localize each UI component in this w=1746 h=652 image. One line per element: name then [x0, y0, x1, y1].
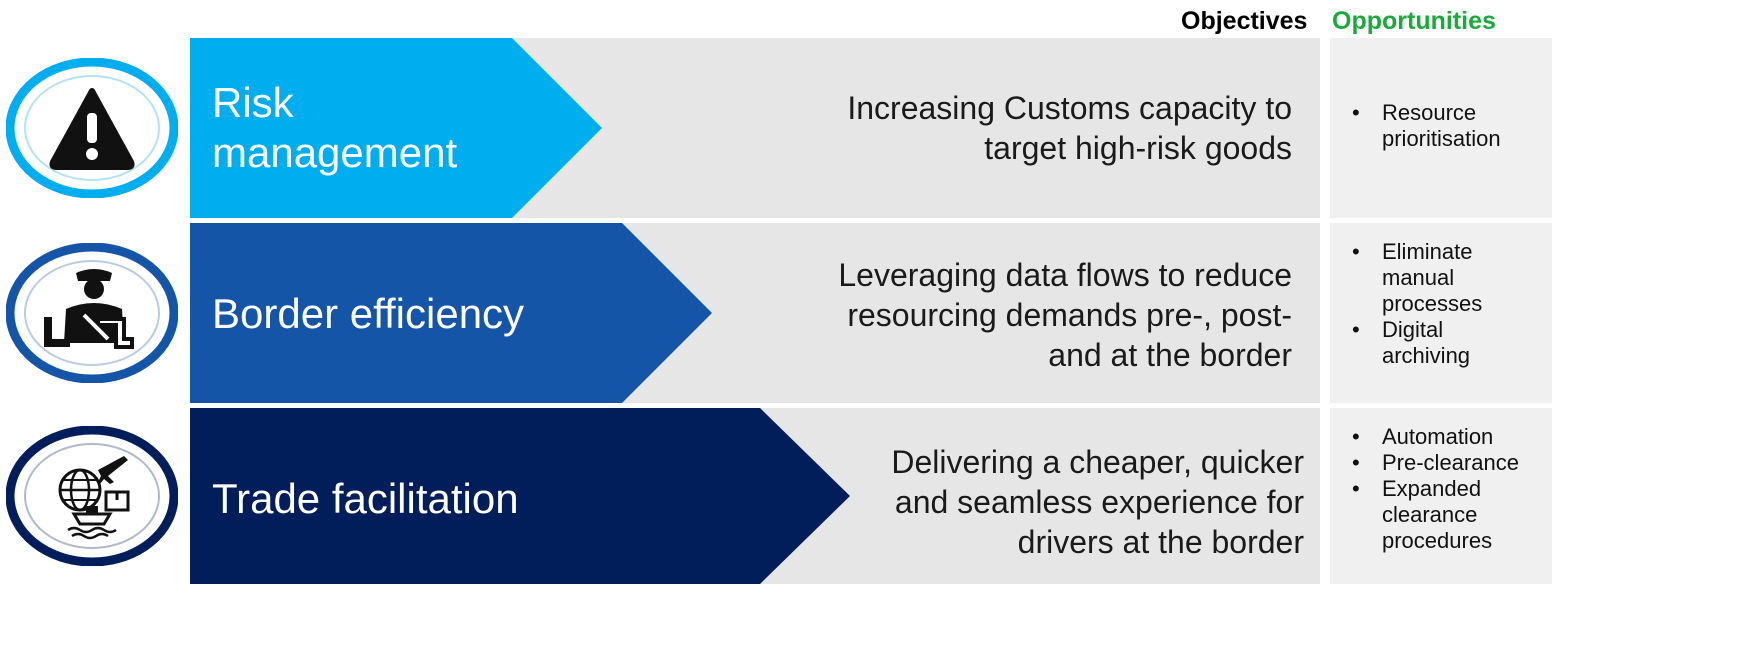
border-title-line: Border efficiency [212, 290, 525, 337]
risk-panel: Risk management Increasing Customs capac… [190, 38, 1320, 218]
risk-objective-line: target high-risk goods [984, 130, 1292, 166]
border-title: Border efficiency [212, 289, 524, 339]
trade-objective-line: Delivering a cheaper, quicker [891, 444, 1304, 480]
risk-objective-line: Increasing Customs capacity to [847, 90, 1292, 126]
border-opportunities: • Eliminate manual processes • Digital a… [1330, 223, 1552, 403]
trade-objective-line: and seamless experience for [894, 484, 1304, 520]
trade-objective: Delivering a cheaper, quicker and seamle… [891, 442, 1304, 562]
opportunity-item: • Eliminate manual processes [1330, 239, 1552, 317]
opportunity-item: • Resource prioritisation [1330, 100, 1552, 152]
border-objective-line: resourcing demands pre-, post- [847, 297, 1292, 333]
trade-arrow-shape [190, 408, 850, 584]
opportunities-header: Opportunities [1332, 7, 1496, 35]
row-trade-facilitation: Trade facilitation Delivering a cheaper,… [0, 408, 1746, 584]
opportunity-line: clearance [1382, 502, 1478, 527]
trade-title-line: Trade facilitation [212, 475, 519, 522]
opportunity-item: • Automation [1330, 424, 1552, 450]
opportunity-line: Automation [1382, 424, 1494, 449]
opportunity-line: processes [1382, 291, 1483, 316]
trade-panel: Trade facilitation Delivering a cheaper,… [190, 408, 1320, 584]
opportunity-item: • Pre-clearance [1330, 450, 1552, 476]
trade-title: Trade facilitation [212, 474, 519, 524]
opportunity-item: • Expanded clearance procedures [1330, 476, 1552, 554]
border-arrow-shape [190, 223, 712, 403]
risk-objective: Increasing Customs capacity to target hi… [847, 88, 1292, 168]
risk-arrow-shape [190, 38, 602, 218]
risk-opportunities: • Resource prioritisation [1330, 38, 1552, 218]
trade-badge [5, 425, 179, 571]
opportunity-line: procedures [1382, 528, 1493, 553]
opportunity-item: • Digital archiving [1330, 317, 1552, 369]
border-panel: Border efficiency Leveraging data flows … [190, 223, 1320, 403]
customs-officer-icon [5, 242, 179, 384]
trade-opportunities: • Automation • Pre-clearance • Expanded … [1330, 408, 1552, 584]
warning-icon [5, 57, 179, 199]
border-objective-line: Leveraging data flows to reduce [838, 257, 1292, 293]
row-risk-management: Risk management Increasing Customs capac… [0, 38, 1746, 218]
opportunity-line: Pre-clearance [1382, 450, 1519, 475]
opportunity-line: prioritisation [1382, 126, 1501, 151]
border-objective-line: and at the border [1048, 337, 1292, 373]
opportunity-line: Resource [1382, 100, 1477, 125]
opportunity-line: Digital [1382, 317, 1444, 342]
trade-objective-line: drivers at the border [1017, 524, 1304, 560]
risk-title-line: management [212, 129, 458, 176]
border-badge [5, 242, 179, 388]
risk-title: Risk management [212, 78, 457, 178]
opportunity-line: archiving [1382, 343, 1471, 368]
row-border-efficiency: Border efficiency Leveraging data flows … [0, 223, 1746, 403]
opportunity-line: manual [1382, 265, 1455, 290]
risk-badge [5, 57, 179, 203]
risk-title-line: Risk [212, 79, 294, 126]
border-objective: Leveraging data flows to reduce resourci… [838, 255, 1292, 375]
opportunity-line: Eliminate [1382, 239, 1473, 264]
objectives-header: Objectives [1181, 7, 1308, 35]
opportunity-line: Expanded [1382, 476, 1482, 501]
global-trade-icon [5, 425, 179, 567]
